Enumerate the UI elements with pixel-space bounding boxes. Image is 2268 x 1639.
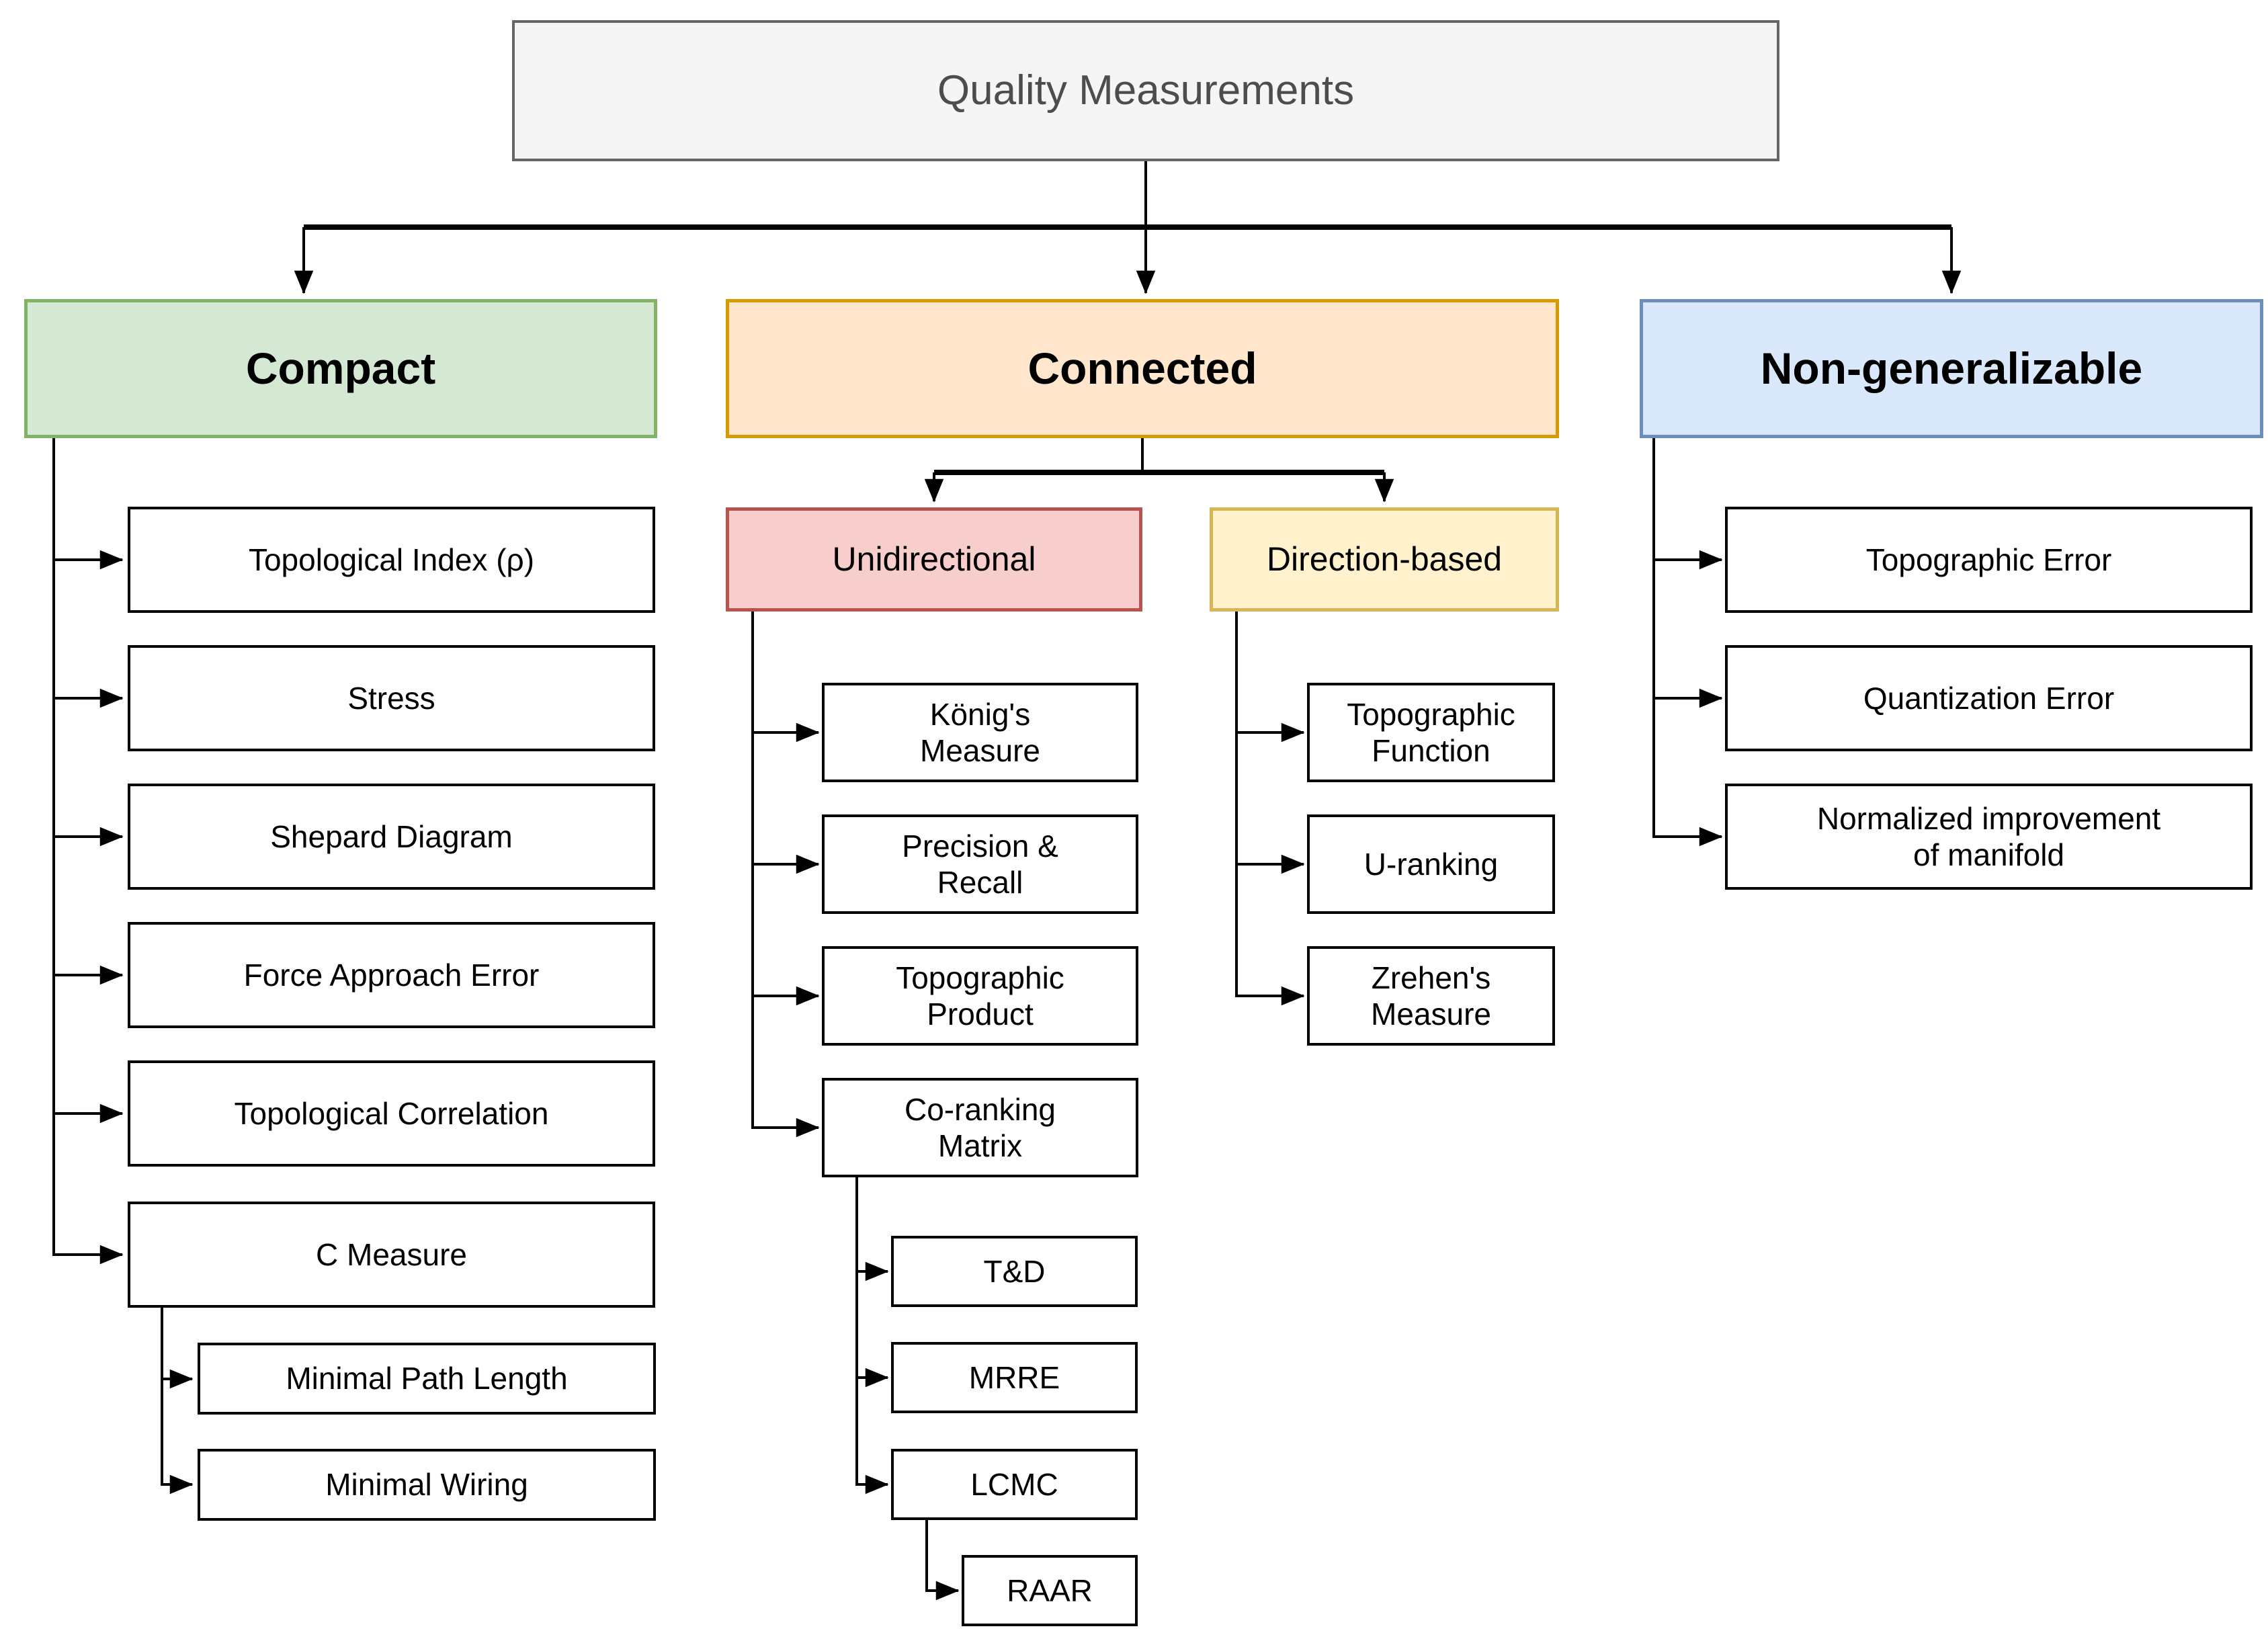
node-precision-recall: Precision & Recall — [822, 814, 1138, 914]
node-zrehens-measure: Zrehen's Measure — [1307, 946, 1555, 1046]
header-connected: Connected — [726, 299, 1559, 438]
node-topographic-error: Topographic Error — [1725, 507, 2253, 613]
node-c-measure: C Measure — [128, 1202, 655, 1308]
node-lcmc: LCMC — [891, 1449, 1138, 1520]
node-minimal-path-length: Minimal Path Length — [198, 1343, 656, 1415]
node-normalized-improvement: Normalized improvement of manifold — [1725, 784, 2253, 890]
node-shepard-diagram: Shepard Diagram — [128, 784, 655, 890]
node-t-and-d: T&D — [891, 1236, 1138, 1307]
header-non-generalizable: Non-generalizable — [1640, 299, 2263, 438]
node-topographic-function: Topographic Function — [1307, 683, 1555, 782]
node-force-approach-error: Force Approach Error — [128, 922, 655, 1028]
node-minimal-wiring: Minimal Wiring — [198, 1449, 656, 1521]
header-compact: Compact — [24, 299, 657, 438]
node-konigs-measure: König's Measure — [822, 683, 1138, 782]
node-raar: RAAR — [962, 1555, 1138, 1626]
header-direction-based: Direction-based — [1210, 507, 1559, 612]
node-topographic-product: Topographic Product — [822, 946, 1138, 1046]
node-u-ranking: U-ranking — [1307, 814, 1555, 914]
node-mrre: MRRE — [891, 1342, 1138, 1413]
node-quantization-error: Quantization Error — [1725, 645, 2253, 751]
header-unidirectional: Unidirectional — [726, 507, 1142, 612]
node-stress: Stress — [128, 645, 655, 751]
node-topological-index: Topological Index (ρ) — [128, 507, 655, 613]
root-node-quality-measurements: Quality Measurements — [512, 20, 1779, 161]
node-topological-correlation: Topological Correlation — [128, 1060, 655, 1167]
node-co-ranking-matrix: Co-ranking Matrix — [822, 1078, 1138, 1177]
